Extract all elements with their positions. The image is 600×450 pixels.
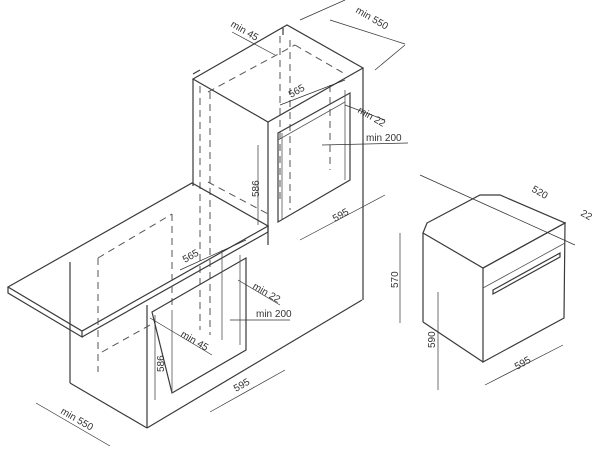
label-tall-min550: min 550 [354,5,391,33]
label-base-min550: min 550 [59,406,96,434]
label-oven-590: 590 [427,331,438,348]
dimension-lines [35,0,576,447]
base-cabinet [6,182,363,429]
oven [422,194,567,364]
label-oven-520: 520 [530,184,550,202]
label-tall-min200: min 200 [366,133,402,144]
label-base-min45: min 45 [179,329,211,354]
label-oven-570: 570 [390,271,401,288]
label-base-min22: min 22 [251,281,283,306]
label-tall-565: 565 [287,83,307,101]
label-base-595: 595 [232,377,252,395]
label-oven-595: 595 [513,355,533,373]
label-tall-min45: min 45 [229,19,261,44]
label-base-min200: min 200 [256,309,292,320]
label-base-565: 565 [181,248,201,266]
label-tall-min22: min 22 [356,105,388,130]
tall-cabinet [191,24,365,335]
label-base-586: 586 [156,355,167,372]
label-tall-586: 586 [251,180,262,197]
label-oven-22: 22 [579,208,595,223]
oven-handle [492,251,561,296]
label-tall-595: 595 [331,207,351,225]
